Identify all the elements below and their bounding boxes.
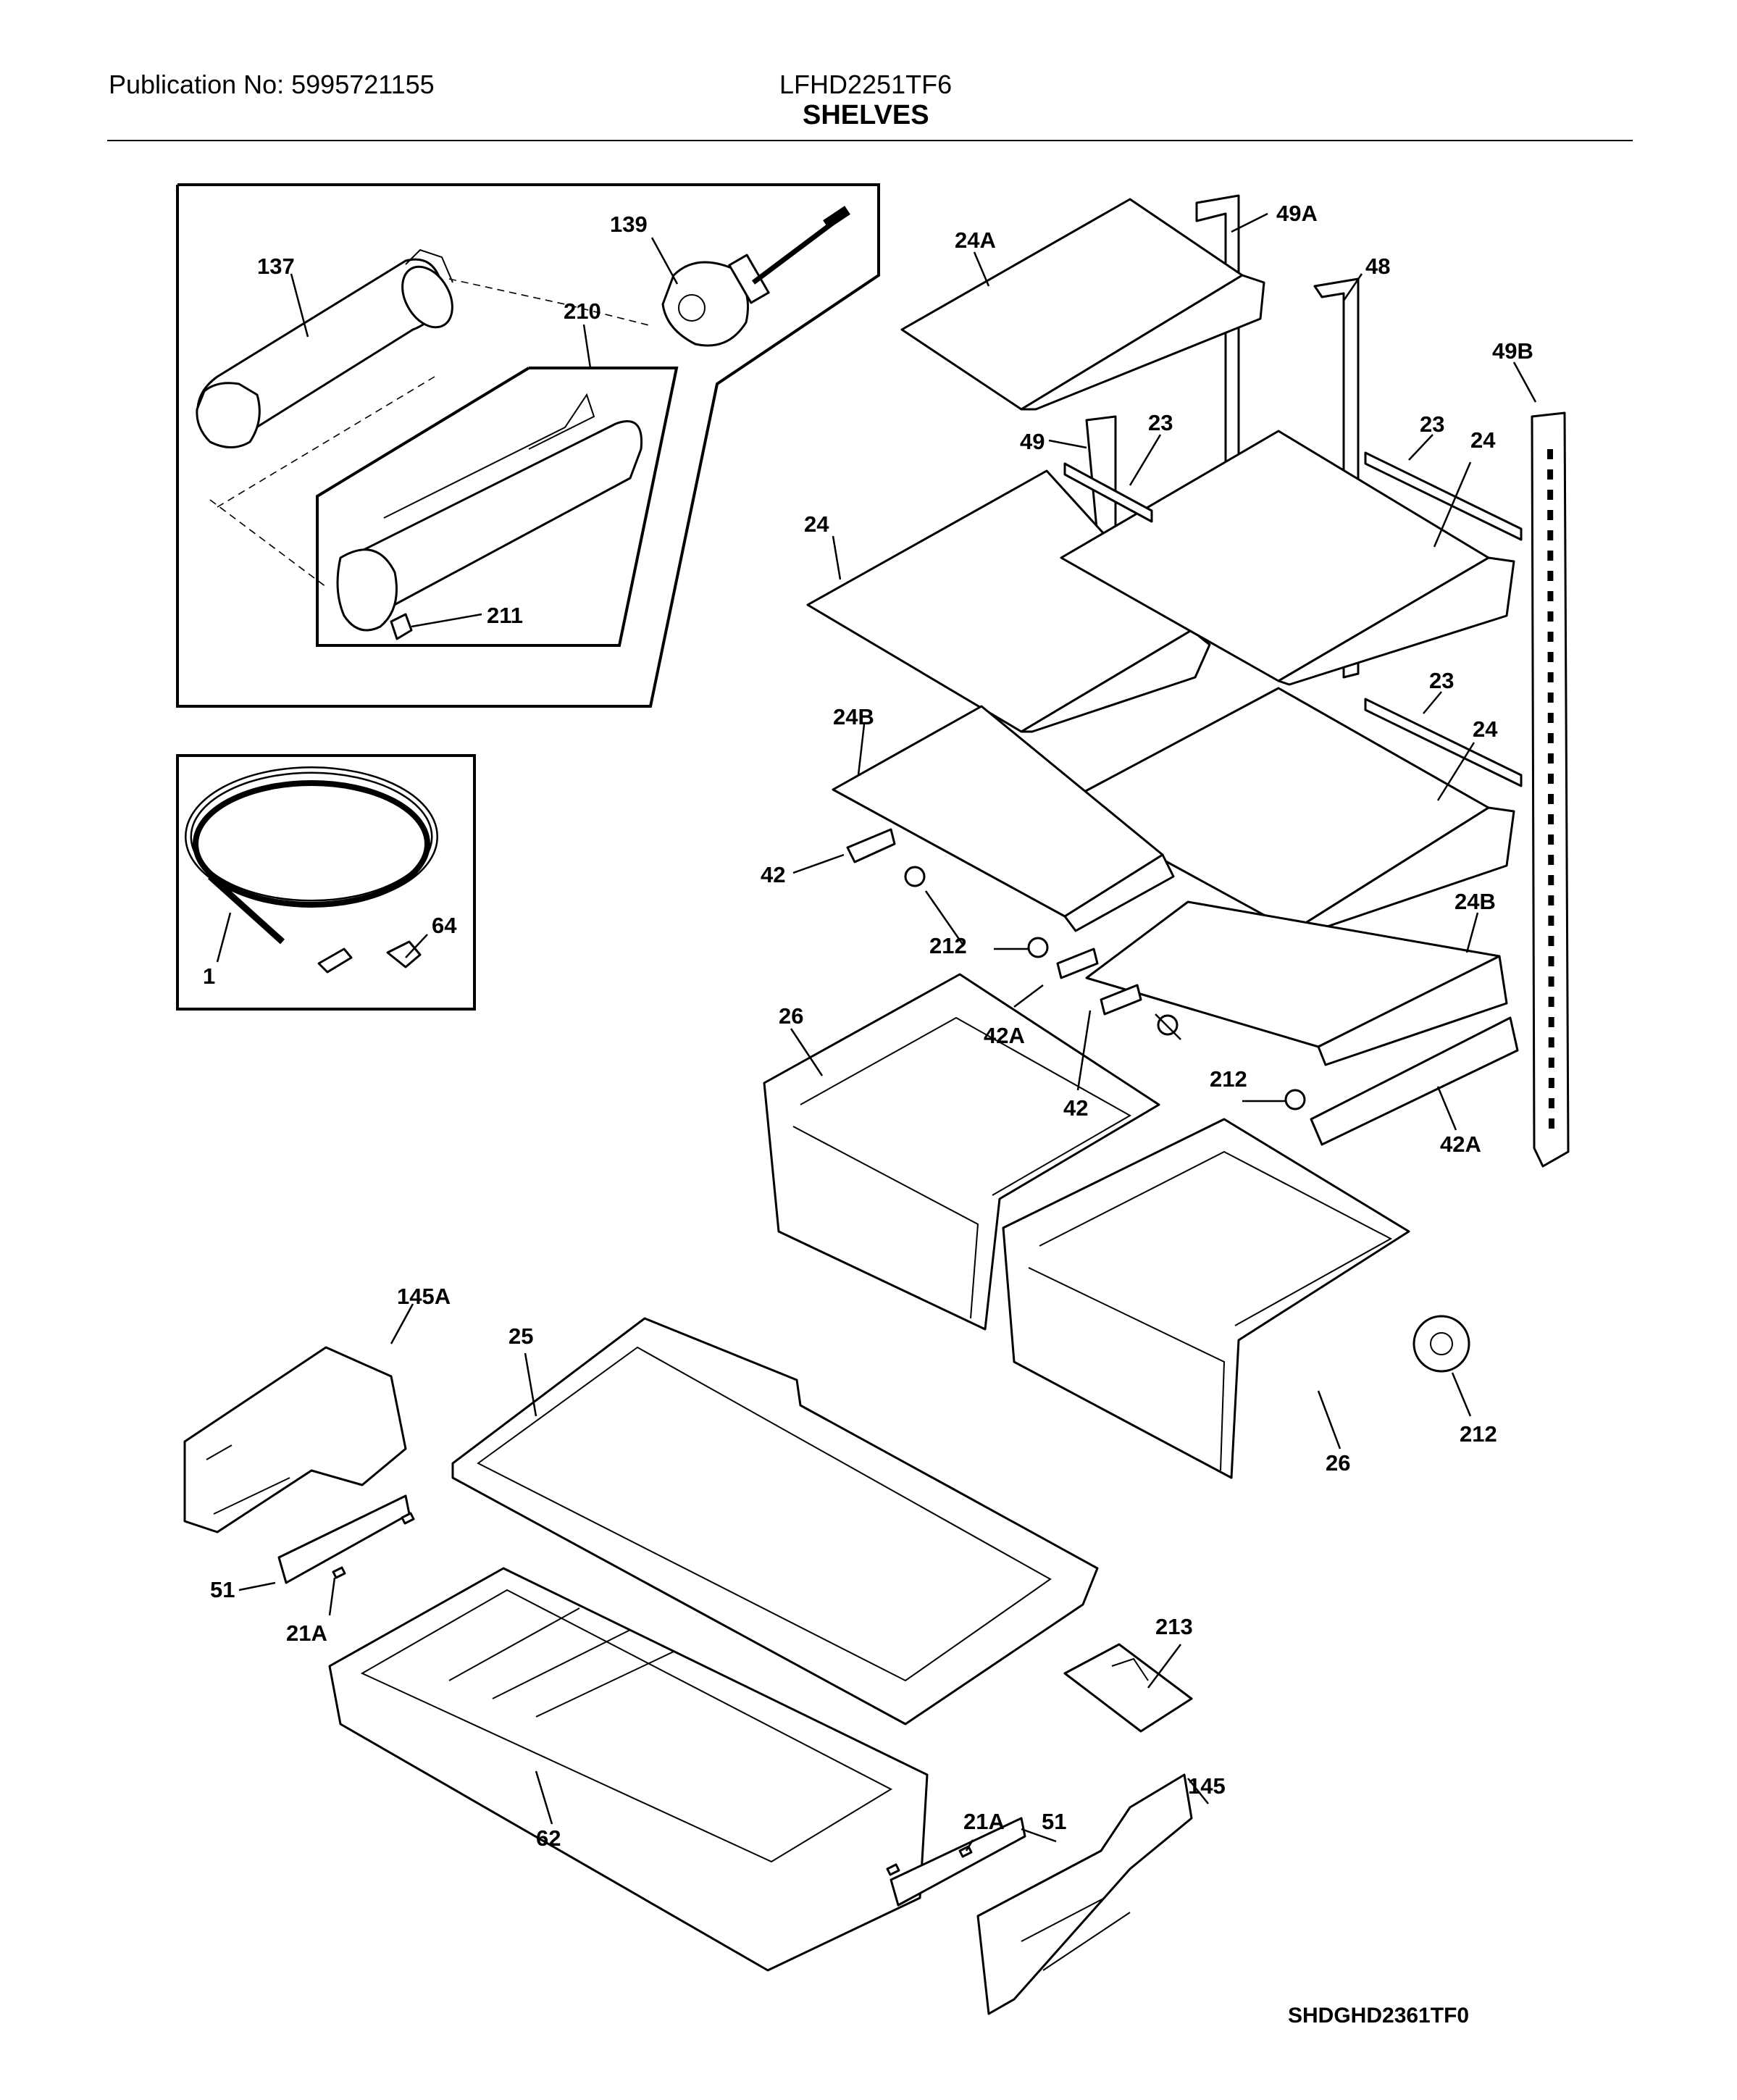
callout-24B: 24B [1455,889,1496,914]
deli-cover-25 [451,1317,1099,1725]
callout-145: 145 [1188,1773,1226,1799]
callout-24: 24 [804,511,829,537]
callout-42: 42 [761,862,785,887]
callout-labels: 137 139 210 211 1 64 24A 49A 48 49B 49 2… [203,201,1533,1851]
callout-21A: 21A [963,1809,1005,1834]
callout-213: 213 [1155,1614,1193,1639]
shelf-24-right-upper [1060,430,1515,686]
filter-housing-210 [336,393,643,632]
callout-49: 49 [1020,429,1045,454]
callout-212: 212 [1460,1421,1497,1447]
callout-24A: 24A [955,227,996,253]
callout-42A: 42A [984,1023,1025,1048]
deli-bracket-145A [183,1346,407,1534]
callout-49B: 49B [1492,338,1533,364]
callout-24B: 24B [833,704,874,729]
callout-137: 137 [257,254,295,279]
callout-23: 23 [1429,668,1454,693]
callout-139: 139 [610,212,648,237]
brackets-42-42A [846,828,1519,1146]
deli-drawer-62 [328,1567,929,1972]
callout-24: 24 [1473,716,1498,742]
water-filter-cartridge [196,248,653,587]
shelf-support-23 [1063,451,1523,787]
callout-42: 42 [1063,1095,1088,1121]
callout-23: 23 [1148,410,1173,435]
housing-clip-211 [390,613,413,640]
callout-51: 51 [1042,1809,1066,1834]
filter-head-139 [661,206,850,347]
crisper-26-left [763,973,1160,1331]
deli-rail-51-right [890,1817,1026,1907]
header-divider [107,140,1633,141]
rollers-212 [904,866,1470,1373]
callout-42A: 42A [1440,1131,1481,1157]
callout-24: 24 [1470,427,1496,453]
page-title: SHELVES [803,100,929,130]
model-number: LFHD2251TF6 [779,70,953,99]
callout-62: 62 [536,1825,561,1851]
water-filter-inset [176,183,880,708]
deli-bracket-145 [976,1773,1193,2015]
callout-1: 1 [203,963,215,989]
shelf-24-right-lower [1060,687,1515,936]
callout-212: 212 [929,933,967,958]
callout-210: 210 [564,298,601,324]
shelf-24A [900,198,1265,411]
publication-number: Publication No: 5995721155 [109,70,435,99]
shelf-24B-right [1085,900,1508,1066]
callout-21A: 21A [286,1620,327,1646]
callout-48: 48 [1365,254,1390,279]
deli-stop-213 [1063,1643,1193,1733]
shelf-24B-left [832,705,1175,932]
callout-145A: 145A [397,1284,451,1309]
crisper-26-right [1002,1118,1410,1479]
diagram-code: SHDGHD2361TF0 [1288,2004,1469,2028]
callout-64: 64 [432,913,457,938]
callout-26: 26 [779,1003,803,1029]
callout-23: 23 [1420,411,1444,437]
callout-leaders [216,212,1537,1852]
callout-212: 212 [1210,1066,1247,1092]
rail-49B [1531,411,1570,1168]
callout-49A: 49A [1276,201,1318,226]
screws-21A [332,1512,973,1876]
shelf-24-left [806,469,1211,733]
callout-51: 51 [210,1577,235,1602]
callout-26: 26 [1326,1450,1350,1476]
water-tubing-inset [176,754,476,1011]
callout-211: 211 [487,603,523,628]
callout-25: 25 [508,1323,533,1349]
